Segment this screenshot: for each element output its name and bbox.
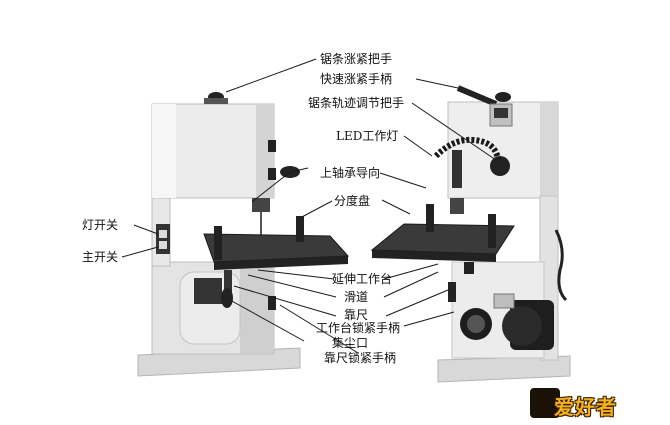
label-main-switch: 主开关 <box>82 250 119 264</box>
woodworking-lover-logo: 爱好者 <box>530 388 664 420</box>
label-table-lock-handle: 工作台锁紧手柄 <box>316 321 401 335</box>
logo-mark-icon <box>530 388 560 418</box>
right-bandsaw-machine <box>370 85 571 383</box>
label-blade-tension-handle: 锯条涨紧把手 <box>320 52 393 66</box>
label-blade-tracking-knob: 锯条轨迹调节把手 <box>308 96 405 110</box>
label-led-work-light: LED工作灯 <box>336 129 399 143</box>
label-quick-tension-handle: 快速涨紧手柄 <box>320 72 393 86</box>
label-dividing-disc: 分度盘 <box>334 194 371 208</box>
left-bandsaw-machine <box>137 92 350 377</box>
label-upper-bearing-guide: 上轴承导向 <box>320 166 381 180</box>
logo-text: 爱好者 <box>554 395 617 419</box>
label-fence: 靠尺 <box>344 308 369 322</box>
leader-lines <box>121 58 497 354</box>
label-fence-lock-handle: 靠尺锁紧手柄 <box>324 351 397 365</box>
label-dust-port: 集尘口 <box>332 336 369 350</box>
label-light-switch: 灯开关 <box>82 218 119 232</box>
label-slide-rail: 滑道 <box>344 290 369 304</box>
label-extension-table: 延伸工作台 <box>332 272 393 286</box>
